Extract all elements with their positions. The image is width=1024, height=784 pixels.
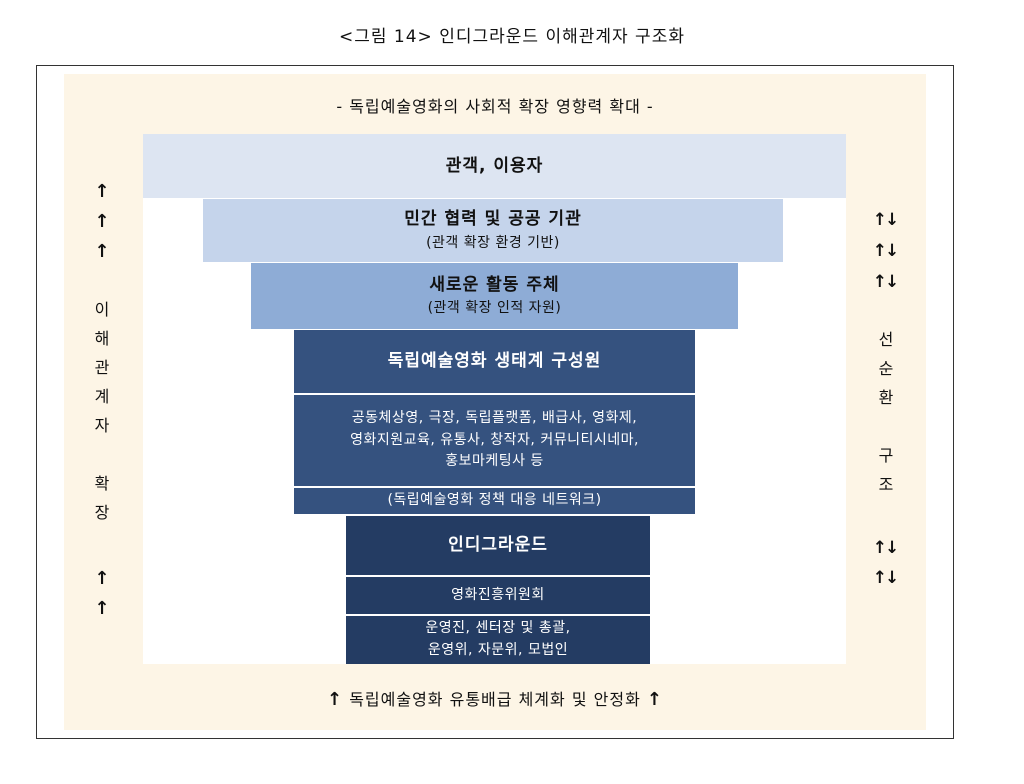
layer-new-actors: 새로운 활동 주체 (관객 확장 인적 자원) (251, 263, 738, 329)
right-char: 환 (878, 388, 894, 407)
right-arrow-updown-icon: ↑↓ (872, 272, 900, 292)
bottom-arrow-up-icon: ↑ (327, 689, 344, 710)
ecosystem-members-line1: 공동체상영, 극장, 독립플랫폼, 배급사, 영화제, (351, 409, 638, 426)
layer-audience-title: 관객, 이용자 (445, 155, 544, 176)
right-vertical-label: 선 순 환 구 조 (866, 325, 906, 499)
bottom-banner: ↑ 독립예술영화 유통배급 체계화 및 안정화 ↑ (64, 686, 926, 710)
left-char: 이 (94, 300, 110, 319)
left-char: 계 (94, 387, 110, 406)
layer-private-sub: (관객 확장 환경 기반) (426, 234, 560, 251)
top-banner: - 독립예술영화의 사회적 확장 영향력 확대 - (336, 97, 654, 116)
indieground-kofic: 영화진흥위원회 (451, 586, 545, 603)
layer-new-actors-title: 새로운 활동 주체 (429, 274, 560, 295)
layer-new-actors-sub: (관객 확장 인적 자원) (427, 300, 562, 317)
right-arrow-updown-icon: ↑↓ (872, 210, 900, 230)
ecosystem-members-line3: 홍보마케팅사 등 (445, 453, 544, 470)
left-arrow-up-icon: ↑ (94, 598, 110, 619)
right-char: 구 (878, 446, 894, 465)
right-arrow-updown-icon: ↑↓ (872, 241, 900, 261)
ecosystem-network: (독립예술영화 정책 대응 네트워크) (387, 492, 602, 509)
layer-ecosystem-members: 공동체상영, 극장, 독립플랫폼, 배급사, 영화제, 영화지원교육, 유통사,… (294, 395, 695, 486)
left-char: 관 (94, 358, 110, 377)
right-char: 순 (878, 359, 894, 378)
layer-indieground-kofic: 영화진흥위원회 (346, 577, 650, 614)
right-char: 선 (878, 330, 894, 349)
bottom-arrow-up-icon: ↑ (646, 689, 663, 710)
right-char: 조 (878, 475, 894, 494)
figure-title: <그림 14> 인디그라운드 이해관계자 구조화 (339, 27, 685, 47)
left-char: 확 (94, 474, 110, 493)
ecosystem-members-line2: 영화지원교육, 유통사, 창작자, 커뮤니티시네마, (350, 431, 639, 448)
bottom-banner-text: 독립예술영화 유통배급 체계화 및 안정화 (349, 690, 641, 709)
indieground-gov-line2: 운영위, 자문위, 모법인 (427, 642, 569, 658)
layer-audience: 관객, 이용자 (143, 134, 846, 198)
left-arrow-up-icon: ↑ (94, 211, 110, 232)
layer-indieground-governance: 운영진, 센터장 및 총괄, 운영위, 자문위, 모법인 (346, 616, 650, 664)
layer-ecosystem-title: 독립예술영화 생태계 구성원 (387, 351, 602, 372)
left-arrow-up-icon: ↑ (94, 568, 110, 589)
left-char: 장 (94, 503, 110, 522)
layer-ecosystem-network: (독립예술영화 정책 대응 네트워크) (294, 488, 695, 514)
layer-private-title: 민간 협력 및 공공 기관 (404, 209, 582, 230)
right-arrow-updown-icon: ↑↓ (872, 568, 900, 588)
layer-ecosystem-header: 독립예술영화 생태계 구성원 (294, 330, 695, 393)
left-char: 해 (94, 329, 110, 348)
layer-private-public: 민간 협력 및 공공 기관 (관객 확장 환경 기반) (203, 199, 783, 262)
left-arrow-up-icon: ↑ (94, 241, 110, 262)
left-char: 자 (94, 416, 110, 435)
layer-indieground-header: 인디그라운드 (346, 516, 650, 575)
left-arrow-up-icon: ↑ (94, 181, 110, 202)
indieground-gov-line1: 운영진, 센터장 및 총괄, (425, 620, 571, 637)
layer-indieground-title: 인디그라운드 (448, 535, 548, 556)
right-arrow-updown-icon: ↑↓ (872, 538, 900, 558)
left-vertical-label: 이 해 관 계 자 확 장 (82, 295, 122, 527)
